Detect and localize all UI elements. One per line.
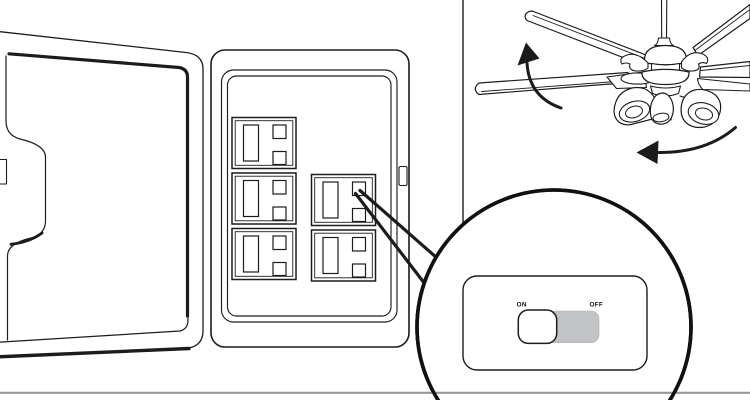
rotation-arrow-bottom-icon: [636, 126, 737, 164]
ceiling-fan-inset: [462, 0, 750, 226]
door-edge-shadow: [7, 52, 190, 318]
off-label: OFF: [589, 302, 603, 309]
switch-body: [462, 275, 648, 371]
panel-latch: [398, 165, 408, 187]
door-inner-face: [0, 52, 189, 343]
door-panel-crease: [5, 55, 47, 341]
breaker-panel-box: [210, 49, 410, 348]
ceiling-fan-illustration: [474, 0, 750, 164]
magnifier-circle-rim: [415, 188, 693, 400]
magnifier-circle: [415, 188, 693, 400]
on-label: ON: [517, 302, 527, 309]
rotation-arrow-left-icon: [517, 42, 563, 110]
door-outer-edge: [0, 31, 204, 358]
panel-inner-lip-outer: [220, 69, 398, 323]
breaker-module: [231, 227, 297, 281]
fan-downrod: [660, 0, 668, 39]
panel-door: [0, 31, 204, 359]
fan-canopy: [654, 37, 674, 46]
fan-light-bells: [613, 86, 722, 129]
door-latch-plate: [0, 158, 8, 185]
toggle-handle: [517, 309, 558, 345]
door-crease-shadow: [9, 231, 44, 246]
fan-blades: [474, 3, 750, 96]
callout-pointer: [353, 188, 439, 286]
breaker-module: [310, 229, 377, 282]
breaker-switch-detail: ON OFF: [462, 275, 648, 371]
door-bottom-edge: [0, 346, 191, 359]
panel-inner-lip-inner: [226, 75, 392, 317]
breaker-module: [231, 116, 297, 170]
breaker-module-target: [310, 173, 377, 227]
breaker-module: [231, 172, 297, 225]
